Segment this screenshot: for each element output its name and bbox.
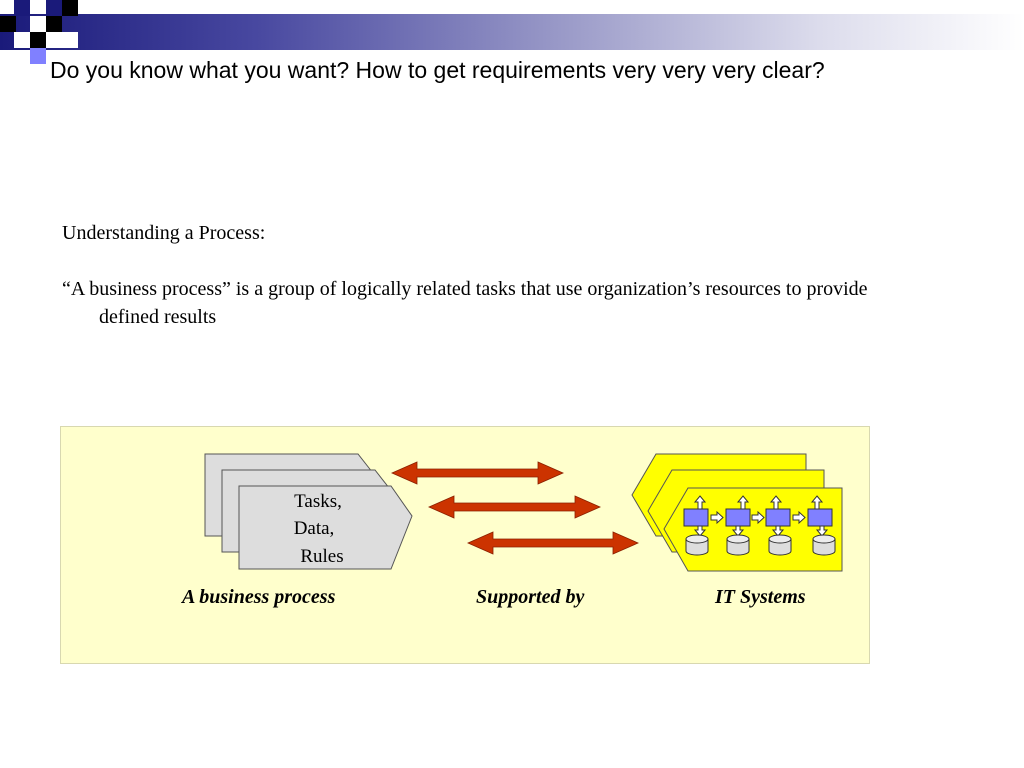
header-checker-square xyxy=(46,32,62,48)
slide-body: Understanding a Process: “A business pro… xyxy=(62,219,922,331)
section-heading: Understanding a Process: xyxy=(62,222,266,244)
header-checker-square xyxy=(30,32,46,48)
it-modules xyxy=(683,495,833,537)
down-arrow-icon xyxy=(693,525,707,537)
double-arrow-icon xyxy=(391,461,564,485)
header-checker-square xyxy=(30,48,46,64)
header-checker-square xyxy=(0,16,16,32)
header-checker-square xyxy=(14,32,30,48)
it-module-box xyxy=(725,508,751,527)
database-icon xyxy=(726,534,750,556)
header-checker-square xyxy=(62,32,78,48)
double-arrow-icon xyxy=(467,531,639,555)
header-checker-square xyxy=(46,16,62,32)
process-diagram: Tasks, Data, Rules xyxy=(60,426,870,664)
label-business-process: A business process xyxy=(180,586,336,608)
right-arrow-icon xyxy=(751,510,765,525)
database-icon xyxy=(812,534,836,556)
it-module-box xyxy=(807,508,833,527)
header-checker-square xyxy=(30,16,46,32)
down-arrow-icon xyxy=(771,525,785,537)
header-gradient-band xyxy=(0,14,1024,50)
slide-title: Do you know what you want? How to get re… xyxy=(50,57,825,83)
it-module-box xyxy=(683,508,709,527)
down-arrow-icon xyxy=(731,525,745,537)
right-arrow-icon xyxy=(710,510,724,525)
down-arrow-icon xyxy=(815,525,829,537)
header-checker-square xyxy=(46,0,62,16)
label-supported-by: Supported by xyxy=(476,586,584,608)
process-box-line: Rules xyxy=(300,546,343,567)
header-checker-square xyxy=(14,0,30,16)
label-it-systems: IT Systems xyxy=(714,586,806,608)
process-box-line: Data, xyxy=(294,518,335,539)
process-box-line: Tasks, xyxy=(294,491,342,512)
database-icon xyxy=(685,534,709,556)
process-chevron-front xyxy=(238,485,413,570)
double-arrow-icon xyxy=(428,495,601,519)
it-module-box xyxy=(765,508,791,527)
definition-paragraph: “A business process” is a group of logic… xyxy=(62,278,868,328)
header-checker-square xyxy=(62,0,78,16)
database-icon xyxy=(768,534,792,556)
right-arrow-icon xyxy=(792,510,806,525)
